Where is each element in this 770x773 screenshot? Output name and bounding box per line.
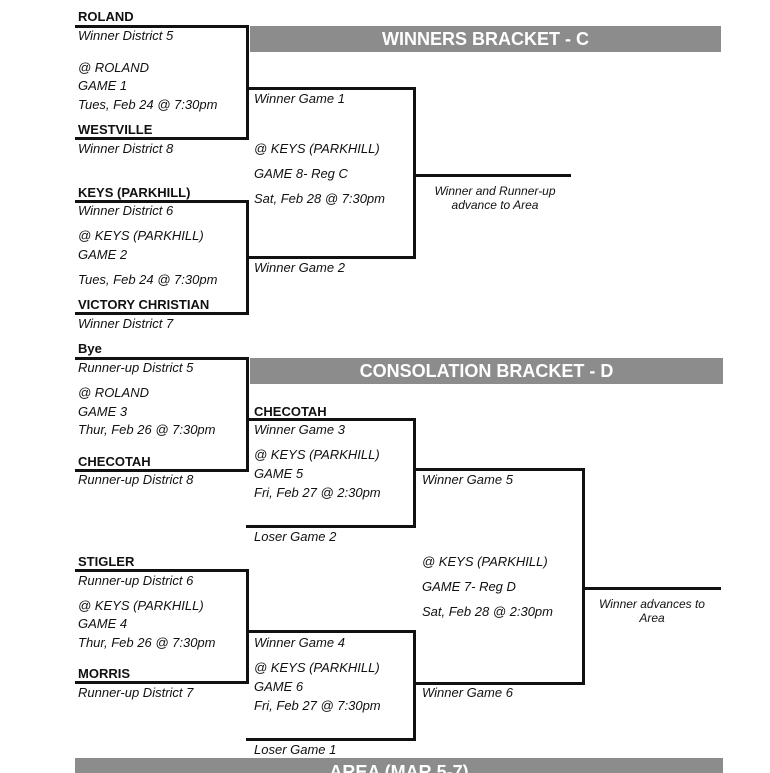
game-time: Fri, Feb 27 @ 7:30pm: [254, 698, 381, 713]
game-location: @ KEYS (PARKHILL): [254, 141, 380, 156]
advance-label: Winner Game 2: [254, 260, 345, 275]
bracket-connector: [413, 87, 416, 259]
game-time: Tues, Feb 24 @ 7:30pm: [78, 97, 218, 112]
bracket-line: [413, 468, 585, 471]
game-number: GAME 6: [254, 679, 304, 694]
bracket-line: [246, 256, 416, 259]
game-number: GAME 4: [78, 616, 128, 631]
seed-label: Winner District 6: [78, 203, 174, 218]
game-number: GAME 8- Reg C: [254, 166, 348, 181]
game-location: @ KEYS (PARKHILL): [254, 447, 380, 462]
result-note: Winner advances to Area: [586, 597, 718, 626]
bracket-line: [75, 681, 249, 684]
bracket-connector: [582, 468, 585, 685]
consolation-bracket-banner: CONSOLATION BRACKET - D: [250, 358, 723, 384]
bracket-line: [75, 200, 249, 203]
area-banner: AREA (MAR 5-7): [75, 758, 723, 773]
advance-label: Winner Game 1: [254, 91, 345, 106]
game-location: @ KEYS (PARKHILL): [422, 554, 548, 569]
team-westville: WESTVILLE: [78, 122, 153, 137]
bracket-line: [246, 738, 416, 741]
game-time: Sat, Feb 28 @ 7:30pm: [254, 191, 385, 206]
seed-label: Runner-up District 5: [78, 360, 194, 375]
result-note-line: advance to Area: [451, 197, 539, 212]
team-checotah: CHECOTAH: [254, 404, 327, 419]
team-bye: Bye: [78, 341, 102, 356]
seed-label: Runner-up District 7: [78, 685, 194, 700]
game-time: Thur, Feb 26 @ 7:30pm: [78, 422, 216, 437]
result-note-line: Winner advances to: [599, 597, 705, 611]
game-time: Tues, Feb 24 @ 7:30pm: [78, 272, 218, 287]
advance-label: Loser Game 1: [254, 742, 337, 757]
seed-label: Runner-up District 8: [78, 472, 194, 487]
team-morris: MORRIS: [78, 666, 130, 681]
bracket-line: [75, 25, 249, 28]
seed-label: Runner-up District 6: [78, 573, 194, 588]
seed-label: Winner District 5: [78, 28, 174, 43]
team-stigler: STIGLER: [78, 554, 135, 569]
game-number: GAME 2: [78, 247, 128, 262]
advance-label: Loser Game 2: [254, 529, 337, 544]
game-time: Fri, Feb 27 @ 2:30pm: [254, 485, 381, 500]
bracket-line: [75, 357, 249, 360]
bracket-connector: [246, 357, 249, 472]
game-location: @ ROLAND: [78, 385, 149, 400]
bracket-line: [582, 587, 721, 590]
game-time: Thur, Feb 26 @ 7:30pm: [78, 635, 216, 650]
team-keys-parkhill: KEYS (PARKHILL): [78, 185, 191, 200]
bracket-connector: [413, 418, 416, 528]
team-roland: ROLAND: [78, 9, 134, 24]
bracket-line: [246, 87, 416, 90]
advance-label: Winner Game 5: [422, 472, 513, 487]
team-victory-christian: VICTORY CHRISTIAN: [78, 297, 210, 312]
game-location: @ KEYS (PARKHILL): [254, 660, 380, 675]
game-number: GAME 3: [78, 404, 128, 419]
seed-label: Winner District 7: [78, 316, 174, 331]
bracket-line: [413, 682, 585, 685]
bracket-connector: [246, 25, 249, 140]
game-number: GAME 5: [254, 466, 304, 481]
bracket-line: [75, 137, 249, 140]
game-number: GAME 1: [78, 78, 128, 93]
advance-label: Winner Game 4: [254, 635, 345, 650]
bracket-line: [75, 469, 249, 472]
result-note-line: Area: [639, 610, 665, 625]
bracket-line: [246, 525, 416, 528]
advance-label: Winner Game 3: [254, 422, 345, 437]
result-note: Winner and Runner-up advance to Area: [416, 184, 574, 213]
advance-label: Winner Game 6: [422, 685, 513, 700]
team-checotah: CHECOTAH: [78, 454, 151, 469]
bracket-line: [75, 312, 249, 315]
result-note-line: Winner and Runner-up: [434, 184, 556, 198]
game-location: @ KEYS (PARKHILL): [78, 598, 204, 613]
game-number: GAME 7- Reg D: [422, 579, 516, 594]
winners-bracket-banner: WINNERS BRACKET - C: [250, 26, 721, 52]
game-time: Sat, Feb 28 @ 2:30pm: [422, 604, 553, 619]
game-location: @ KEYS (PARKHILL): [78, 228, 204, 243]
seed-label: Winner District 8: [78, 141, 174, 156]
bracket-line: [413, 174, 571, 177]
bracket-line: [75, 569, 249, 572]
bracket-connector: [246, 569, 249, 684]
bracket-connector: [413, 630, 416, 741]
bracket-line: [246, 630, 416, 633]
bracket-line: [246, 418, 416, 421]
game-location: @ ROLAND: [78, 60, 149, 75]
